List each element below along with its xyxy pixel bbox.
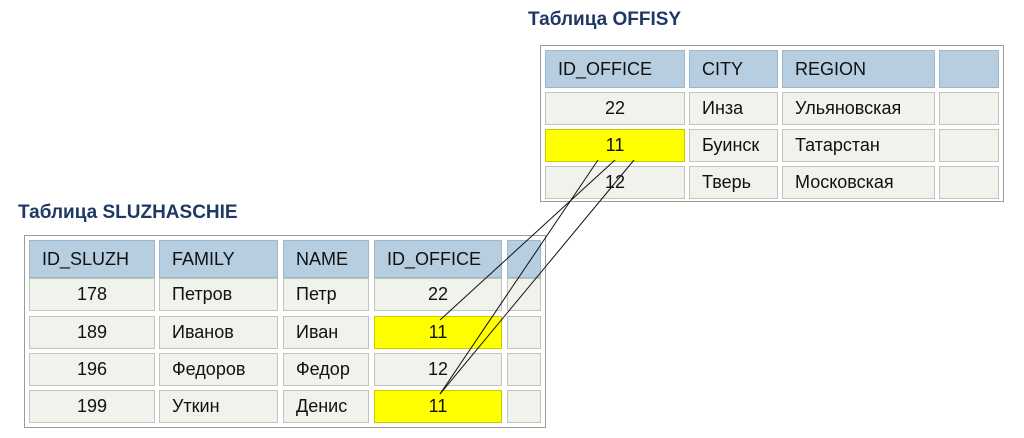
sluzhaschie-cell: 22 (374, 278, 502, 311)
offisy-cell (939, 129, 999, 162)
sluzhaschie-header-id-office: ID_OFFICE (374, 240, 502, 278)
sluzhaschie-table: ID_SLUZH FAMILY NAME ID_OFFICE 178 Петро… (24, 235, 546, 428)
sluzhaschie-cell: Федор (283, 353, 369, 386)
offisy-table: ID_OFFICE CITY REGION 22 Инза Ульяновска… (540, 45, 1004, 202)
sluzhaschie-cell: Иванов (159, 316, 278, 349)
sluzhaschie-cell: Федоров (159, 353, 278, 386)
sluzhaschie-cell-highlighted: 11 (374, 390, 502, 423)
offisy-cell: 22 (545, 92, 685, 125)
sluzhaschie-cell: 196 (29, 353, 155, 386)
sluzhaschie-cell (507, 390, 541, 423)
offisy-cell: Инза (689, 92, 778, 125)
offisy-header-city: CITY (689, 50, 778, 88)
offisy-title: Таблица OFFISY (528, 9, 682, 30)
sluzhaschie-cell: Петр (283, 278, 369, 311)
sluzhaschie-header-extra (507, 240, 541, 278)
offisy-cell (939, 92, 999, 125)
sluzhaschie-cell: Денис (283, 390, 369, 423)
sluzhaschie-cell: 189 (29, 316, 155, 349)
sluzhaschie-cell (507, 278, 541, 311)
sluzhaschie-cell (507, 353, 541, 386)
sluzhaschie-cell: 178 (29, 278, 155, 311)
offisy-header-id-office: ID_OFFICE (545, 50, 685, 88)
sluzhaschie-cell (507, 316, 541, 349)
sluzhaschie-cell: 12 (374, 353, 502, 386)
offisy-cell: 12 (545, 166, 685, 199)
sluzhaschie-cell: Петров (159, 278, 278, 311)
sluzhaschie-title: Таблица SLUZHASCHIE (18, 202, 238, 223)
offisy-cell: Тверь (689, 166, 778, 199)
sluzhaschie-cell: Иван (283, 316, 369, 349)
offisy-cell: Татарстан (782, 129, 935, 162)
offisy-cell: Буинск (689, 129, 778, 162)
offisy-cell: Московская (782, 166, 935, 199)
sluzhaschie-header-id-sluzh: ID_SLUZH (29, 240, 155, 278)
sluzhaschie-cell: 199 (29, 390, 155, 423)
offisy-cell: Ульяновская (782, 92, 935, 125)
sluzhaschie-header-name: NAME (283, 240, 369, 278)
sluzhaschie-header-family: FAMILY (159, 240, 278, 278)
sluzhaschie-cell-highlighted: 11 (374, 316, 502, 349)
offisy-header-region: REGION (782, 50, 935, 88)
offisy-header-extra (939, 50, 999, 88)
offisy-cell (939, 166, 999, 199)
offisy-cell-highlighted: 11 (545, 129, 685, 162)
sluzhaschie-cell: Уткин (159, 390, 278, 423)
